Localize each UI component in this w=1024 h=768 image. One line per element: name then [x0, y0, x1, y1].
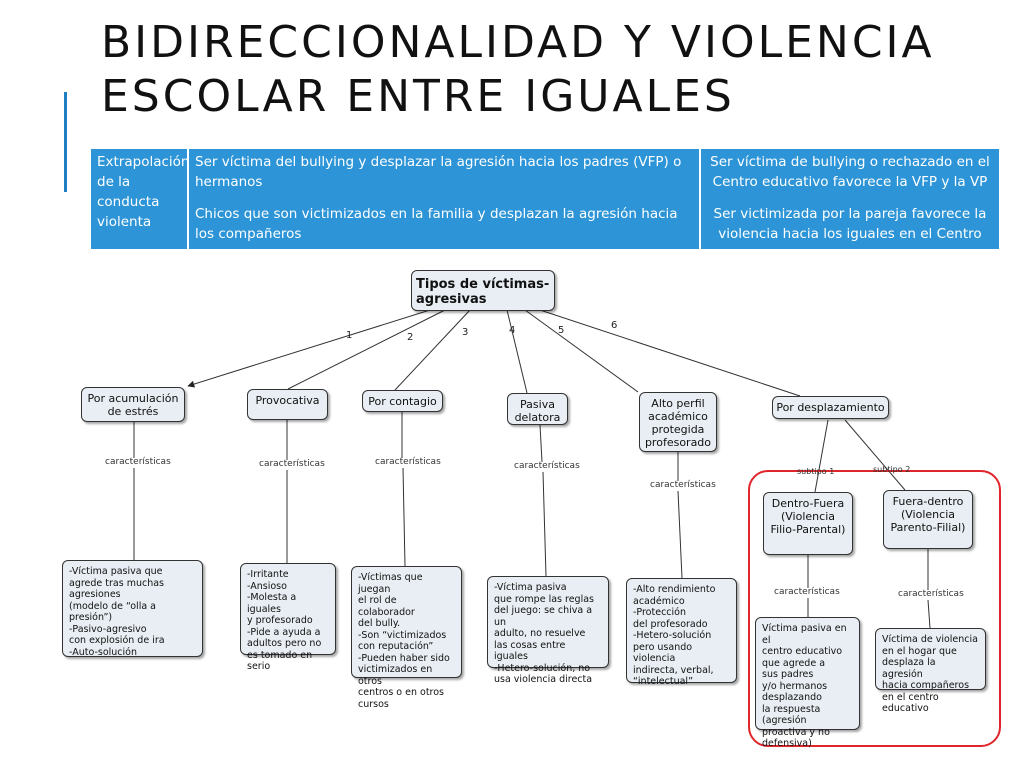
- link-number-5: 5: [558, 325, 565, 336]
- table-text: Ser victimizada por la pareja favorece l…: [713, 206, 987, 242]
- characteristics-label: características: [375, 457, 441, 467]
- subtype-node-inside-out: Dentro-Fuera (Violencia Filio-Parental): [763, 492, 853, 555]
- slide-title: BIDIRECCIONALIDAD Y VIOLENCIA ESCOLAR EN…: [101, 17, 935, 122]
- summary-table: Extrapolación de la conducta violenta Se…: [89, 147, 1001, 251]
- details-box-outside-in: Víctima de violencia en el hogar que des…: [875, 628, 986, 714]
- connector-line: [524, 309, 639, 393]
- connector-line: [187, 309, 431, 388]
- characteristics-label: características: [650, 480, 716, 490]
- details-box-high-achiever: -Alto rendimiento académico -Protección …: [626, 578, 737, 687]
- table-header-cell: Extrapolación de la conducta violenta: [89, 147, 189, 251]
- connector-line: [287, 309, 446, 390]
- link-number-2: 2: [407, 332, 414, 343]
- connector-line: [814, 419, 829, 493]
- characteristics-label: características: [774, 587, 840, 597]
- characteristics-label: características: [514, 461, 580, 471]
- connector-line: [506, 309, 528, 394]
- table-text: Chicos que son victimizados en la famili…: [195, 206, 678, 242]
- link-number-6: 6: [611, 320, 618, 331]
- table-cell-favoring: Ser víctima de bullying o rechazado en e…: [699, 147, 1001, 251]
- link-number-1: 1: [346, 330, 353, 341]
- type-node-accumulation: Por acumulación de estrés: [81, 387, 185, 422]
- table-text: Ser víctima de bullying o rechazado en e…: [710, 154, 990, 190]
- table-text: Ser víctima del bullying y desplazar la …: [195, 154, 682, 190]
- connector-line: [677, 490, 683, 579]
- characteristics-label: características: [898, 589, 964, 599]
- connector-line: [539, 309, 801, 397]
- characteristics-label: características: [259, 459, 325, 469]
- connector-line: [927, 599, 931, 629]
- table-cell-displacement: Ser víctima del bullying y desplazar la …: [187, 147, 701, 251]
- subtype-link-label: subtipo 2: [873, 465, 911, 474]
- connector-line: [542, 471, 547, 577]
- subtype-link-label: subtipo 1: [797, 467, 835, 476]
- subtype-node-outside-in: Fuera-dentro (Violencia Parento-Filial): [883, 490, 973, 549]
- details-box-accumulation: -Víctima pasiva que agrede tras muchas a…: [62, 560, 203, 658]
- link-number-3: 3: [462, 327, 469, 338]
- title-accent-rule: [64, 92, 67, 192]
- root-node: Tipos de víctimas-agresivas: [411, 270, 555, 311]
- details-box-provocative: -Irritante -Ansioso -Molesta a iguales y…: [240, 563, 336, 672]
- connector-line: [844, 419, 906, 491]
- type-node-displacement: Por desplazamiento: [772, 396, 889, 419]
- details-box-contagion: -Víctimas que juegan el rol de colaborad…: [351, 566, 462, 710]
- type-node-high-achiever: Alto perfil académico protegida profesor…: [639, 392, 717, 452]
- details-box-passive-informer: -Víctima pasiva que rompe las reglas del…: [487, 576, 609, 685]
- type-node-provocative: Provocativa: [247, 389, 328, 420]
- details-box-inside-out: Víctima pasiva en el centro educativo qu…: [755, 617, 860, 749]
- link-number-4: 4: [509, 325, 516, 336]
- connector-line: [394, 309, 471, 391]
- characteristics-label: características: [105, 457, 171, 467]
- type-node-passive-informer: Pasiva delatora: [507, 393, 568, 425]
- connector-line: [539, 424, 543, 463]
- highlight-outline: [748, 470, 1001, 747]
- summary-row: Extrapolación de la conducta violenta Se…: [89, 147, 1001, 251]
- connector-line: [402, 467, 406, 567]
- type-node-contagion: Por contagio: [362, 390, 443, 412]
